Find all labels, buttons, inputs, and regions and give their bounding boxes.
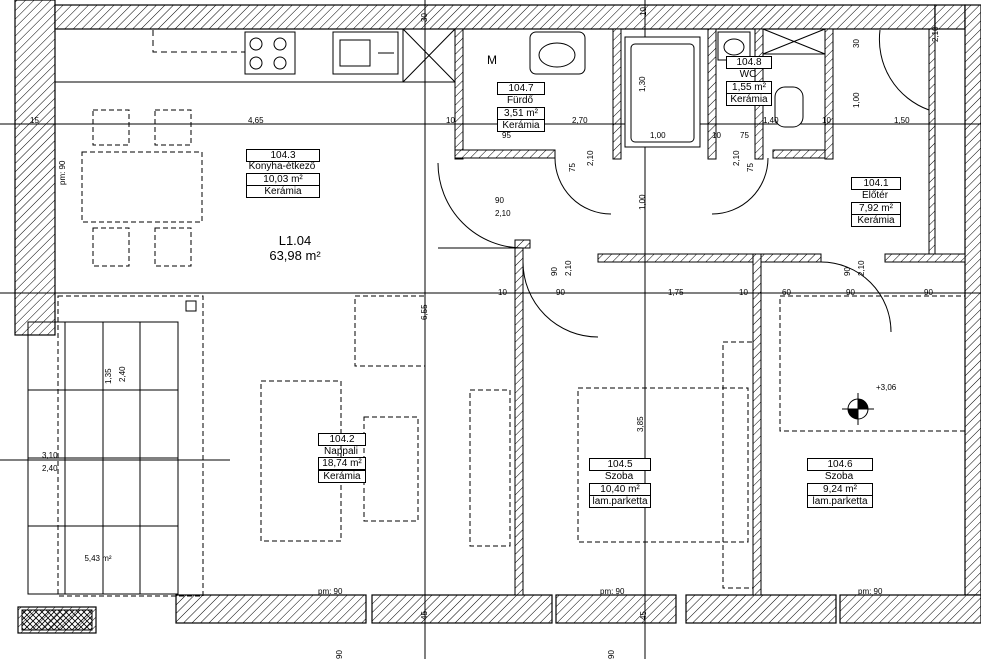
upper-cabinet-line: [152, 30, 245, 53]
room-number: 104.2: [318, 433, 366, 446]
room-name: Fürdő: [506, 95, 534, 106]
dim-210d: 2,10: [931, 26, 940, 42]
kitchen-counter: [244, 31, 399, 75]
dim-10e: 10: [739, 288, 748, 297]
dim-10b: 10: [712, 131, 721, 140]
dim-45a: 45: [420, 611, 429, 620]
dim-655: 6,55: [420, 304, 429, 320]
dim-140: 1,40: [763, 116, 779, 125]
level-marker: [842, 393, 874, 425]
dim-210e: 2,10: [564, 260, 573, 276]
interior-walls: [454, 28, 966, 596]
dim-100w: 1,00: [852, 92, 861, 108]
room-name: Nappali: [324, 446, 358, 457]
room-name: WC: [739, 69, 757, 80]
room-name: Szoba: [824, 471, 854, 482]
room-name: Konyha-étkező: [248, 161, 316, 172]
dim-30v: 30: [852, 39, 861, 48]
pm-label-vertical: pm: 90: [58, 160, 67, 185]
room-floor: Kerámia: [318, 470, 366, 483]
dim-75b: 75: [568, 163, 577, 172]
dim-210f: 2,10: [857, 260, 866, 276]
dim-100h: 1,00: [650, 131, 666, 140]
pm-label-1: pm: 90: [318, 587, 343, 596]
dim-10a: 10: [446, 116, 455, 125]
room-name: Szoba: [604, 471, 634, 482]
dim-45b: 45: [639, 611, 648, 620]
terrace-tiles: [27, 300, 197, 595]
room-floor: Kerámia: [246, 185, 320, 198]
dim-310: 3,10: [42, 451, 58, 460]
room-floor: Kerámia: [726, 93, 772, 106]
dim-175: 1,75: [668, 288, 684, 297]
dim-90b: 90: [556, 288, 565, 297]
room-floor: Kerámia: [851, 214, 901, 227]
dim-10c: 10: [822, 116, 831, 125]
room-floor: lam.parketta: [589, 495, 651, 508]
dim-130: 1,30: [638, 76, 647, 92]
room-number: 104.7: [497, 82, 545, 95]
room-number: 104.6: [807, 458, 873, 471]
pm-label-2: pm: 90: [600, 587, 625, 596]
dining-set: [57, 109, 204, 597]
dim-270: 2,70: [572, 116, 588, 125]
dim-90h: 90: [607, 650, 616, 659]
dim-75c: 75: [746, 163, 755, 172]
dim-135: 1,35: [104, 368, 113, 384]
apartment-area: 63,98 m²: [269, 248, 321, 263]
dim-15: 15: [30, 116, 39, 125]
dim-240h: 2,40: [42, 464, 58, 473]
dim-240v: 2,40: [118, 366, 127, 382]
dim-150: 1,50: [894, 116, 910, 125]
dim-100v: 1,00: [638, 194, 647, 210]
dim-60: 60: [782, 288, 791, 297]
doors: [437, 29, 930, 338]
room-number: 104.3: [246, 149, 320, 162]
room-floor: Kerámia: [497, 119, 545, 132]
dim-90d: 90: [924, 288, 933, 297]
dim-90g: 90: [335, 650, 344, 659]
dim-210b: 2,10: [586, 150, 595, 166]
dim-90f: 90: [843, 267, 852, 276]
room-number: 104.8: [726, 56, 772, 69]
parapet-hatch: [21, 609, 93, 631]
dim-210a: 2,10: [495, 209, 511, 218]
dim-10v: 10: [639, 7, 648, 16]
dim-75a: 75: [740, 131, 749, 140]
dim-465: 4,65: [248, 116, 264, 125]
dim-30w: 30: [420, 13, 429, 22]
level-value: +3,06: [876, 383, 897, 392]
dim-385: 3,85: [636, 416, 645, 432]
dim-10d: 10: [498, 288, 507, 297]
room-number: 104.5: [589, 458, 651, 471]
room-number: 104.1: [851, 177, 901, 190]
dim-90c: 90: [846, 288, 855, 297]
bathroom-fixtures: [529, 31, 804, 148]
dim-90a: 90: [495, 196, 504, 205]
dim-95: 95: [502, 131, 511, 140]
terrace-area: 5,43 m²: [84, 554, 112, 563]
dim-210c: 2,10: [732, 150, 741, 166]
room-floor: lam.parketta: [807, 495, 873, 508]
dim-90e: 90: [550, 267, 559, 276]
room-area: 18,74 m²: [318, 457, 366, 470]
apartment-id: L1.04: [278, 233, 312, 248]
room-name: Előtér: [861, 190, 889, 201]
living-furniture: [260, 295, 966, 589]
meter-label: M: [487, 53, 497, 67]
pm-label-3: pm: 90: [858, 587, 883, 596]
